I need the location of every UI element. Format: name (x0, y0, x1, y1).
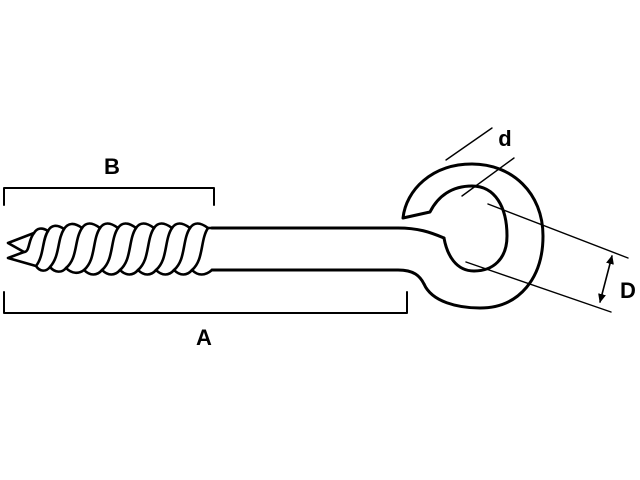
screw-hook (6, 162, 545, 310)
dimension-d-arrow (598, 255, 614, 303)
label-a: A (196, 325, 212, 350)
hook-thread (6, 222, 214, 276)
label-d-small: d (498, 126, 511, 151)
dimension-b-bracket (3, 187, 215, 206)
hook-eye (401, 162, 545, 310)
dimension-d-small-lines (445, 127, 515, 197)
hook-shank (210, 226, 446, 286)
label-b: B (104, 154, 120, 179)
label-d-large: D (620, 278, 636, 303)
dimension-d-large-lines (465, 203, 629, 313)
dimension-a-bracket (3, 291, 408, 314)
